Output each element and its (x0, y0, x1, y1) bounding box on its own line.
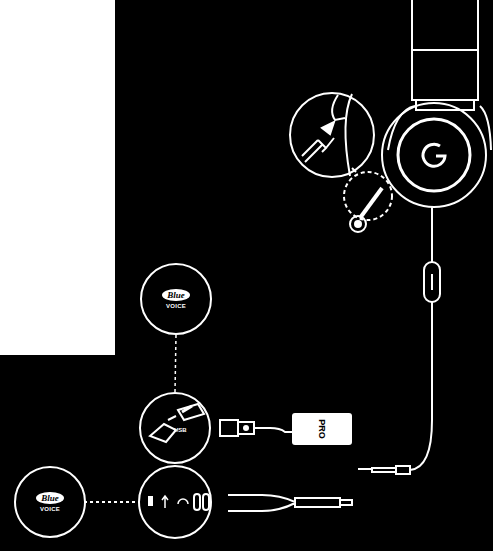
earcup (382, 103, 486, 207)
usb-plug-body (238, 422, 254, 434)
mic-port (162, 496, 168, 508)
dotted-connector (175, 335, 176, 392)
inline-slider (431, 274, 433, 290)
voice-label: VOICE (40, 506, 60, 512)
blue-label: Blue (36, 492, 64, 504)
socket-circle (344, 172, 392, 220)
splitter-cable (228, 495, 352, 511)
jack-2 (203, 494, 209, 510)
audio-plug (358, 466, 410, 474)
socket-zoom (290, 93, 374, 177)
voice-label: VOICE (166, 303, 186, 309)
g-logo (423, 144, 445, 166)
jack-1 (194, 494, 200, 510)
insert-arrow (322, 122, 334, 134)
usb-cable (254, 428, 292, 432)
insert-arrow (182, 406, 192, 412)
earcup-ring (398, 119, 470, 191)
g-mark (243, 425, 249, 431)
blue-label: Blue (162, 289, 190, 301)
splitter-zoom (139, 466, 211, 538)
leader-dotted (84, 501, 139, 503)
pro-label: PRO (317, 419, 327, 439)
mic-boom (360, 188, 382, 218)
usb-port (178, 404, 204, 420)
badge-circle: BlueVOICE (14, 466, 86, 538)
inline-control (424, 262, 440, 302)
socket-detail (332, 94, 352, 176)
headband-cushion (412, 50, 478, 110)
usb-plug-zoom (150, 416, 176, 442)
zoom-leader (352, 168, 356, 172)
port (148, 496, 153, 506)
mic-plug (302, 138, 334, 162)
usb-label: USB (174, 427, 187, 433)
usb-zoom-circle: USB (139, 392, 211, 464)
mic-head (355, 221, 361, 227)
usb-plug (220, 420, 238, 436)
headphone-port (178, 499, 188, 504)
blank-panel (0, 0, 115, 355)
badge-circle: BlueVOICE (140, 263, 212, 335)
mic-capsule (350, 216, 366, 232)
cable (410, 302, 432, 470)
cable (431, 207, 433, 262)
dac-box: PRO (292, 413, 352, 445)
